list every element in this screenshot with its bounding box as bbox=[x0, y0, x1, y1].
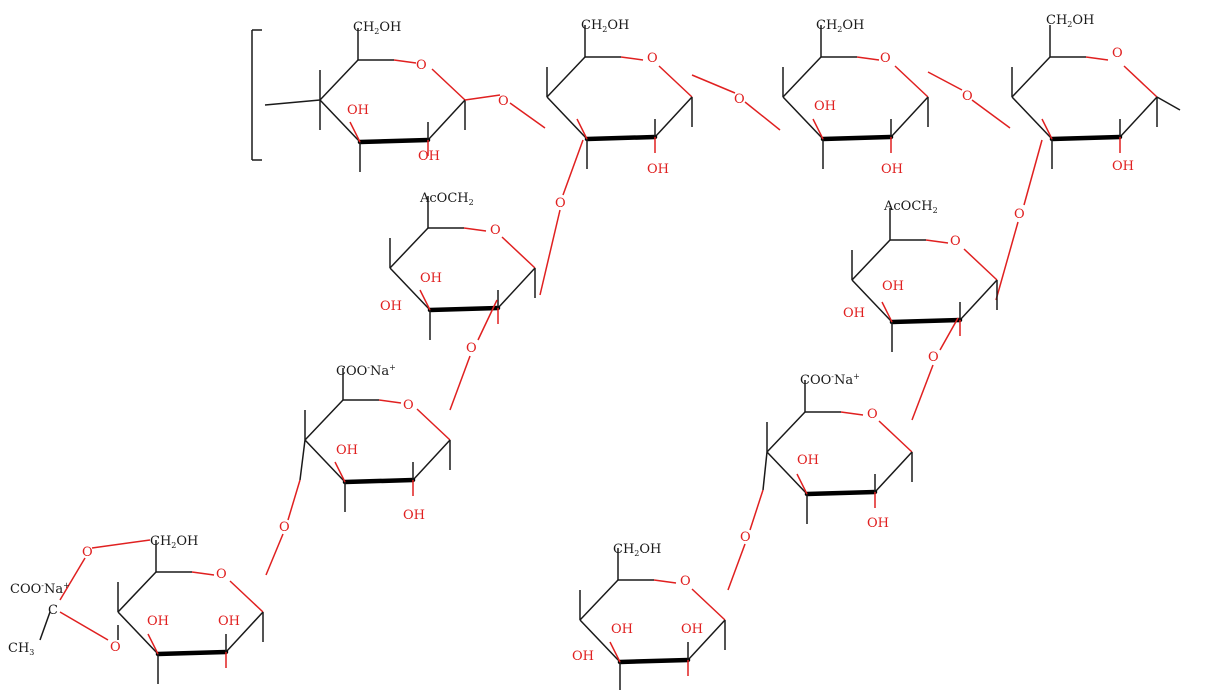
ring-oxygen-label: O bbox=[403, 398, 414, 413]
glycosidic-oxygen-label: O bbox=[279, 520, 290, 535]
hydroxyl-label: OH bbox=[814, 99, 836, 114]
glycosidic-oxygen-label: O bbox=[1014, 207, 1025, 222]
ring-oxygen-label: O bbox=[416, 58, 427, 73]
carboxylate-label: COO-Na+ bbox=[800, 372, 860, 388]
sidechain-glucuronic-ring-right: O OH OH COO-Na+ bbox=[767, 372, 912, 531]
glycosidic-oxygen-label: O bbox=[555, 196, 566, 211]
hydroxymethyl-label: CH2OH bbox=[150, 534, 198, 550]
hydroxyl-label: OH bbox=[218, 614, 240, 629]
hydroxyl-label: OH bbox=[347, 103, 369, 118]
sidechain-terminal-glucose-left: O OH OH CH2OH bbox=[118, 534, 263, 684]
ring-oxygen-label: O bbox=[680, 574, 691, 589]
pyruvate-ketal: O O C COO-Na+ CH3 bbox=[8, 539, 151, 657]
ring-oxygen-label: O bbox=[867, 407, 878, 422]
hydroxyl-label: OH bbox=[336, 443, 358, 458]
ketal-oxygen-label: O bbox=[110, 640, 121, 655]
ring-oxygen-label: O bbox=[950, 234, 961, 249]
hydroxyl-label: OH bbox=[403, 508, 425, 523]
hydroxymethyl-label: CH2OH bbox=[816, 18, 864, 34]
hydroxymethyl-label: CH2OH bbox=[1046, 13, 1094, 29]
ring-oxygen-label: O bbox=[647, 51, 658, 66]
hydroxyl-label: OH bbox=[1112, 159, 1134, 174]
sidechain-terminal-glucose-right: O OH OH OH CH2OH bbox=[572, 542, 725, 690]
hydroxyl-label: OH bbox=[380, 299, 402, 314]
hydroxyl-label: OH bbox=[147, 614, 169, 629]
glycosidic-oxygen-label: O bbox=[734, 92, 745, 107]
glycosidic-oxygen-label: O bbox=[928, 350, 939, 365]
hydroxyl-label: OH bbox=[572, 649, 594, 664]
hydroxyl-label: OH bbox=[843, 306, 865, 321]
acetoxymethyl-label: AcOCH2 bbox=[419, 191, 474, 207]
hydroxyl-label: OH bbox=[681, 622, 703, 637]
backbone-glucose-ring-3: O OH OH CH2OH bbox=[783, 18, 928, 177]
hydroxyl-label: OH bbox=[647, 162, 669, 177]
ring-oxygen-label: O bbox=[1112, 46, 1123, 61]
carboxylate-label: COO-Na+ bbox=[336, 363, 396, 379]
glycosidic-oxygen-label: O bbox=[498, 94, 509, 109]
ring-oxygen-label: O bbox=[880, 51, 891, 66]
glycosidic-oxygen-label: O bbox=[466, 341, 477, 356]
repeat-unit-bracket bbox=[251, 29, 262, 161]
hydroxyl-label: OH bbox=[867, 516, 889, 531]
ketal-oxygen-label: O bbox=[82, 545, 93, 560]
methyl-label: CH3 bbox=[8, 641, 34, 657]
hydroxymethyl-label: CH2OH bbox=[581, 18, 629, 34]
hydroxyl-label: OH bbox=[882, 279, 904, 294]
sidechain-glucuronic-ring-left: O OH OH COO-Na+ bbox=[305, 363, 450, 523]
hydroxyl-label: OH bbox=[611, 622, 633, 637]
acetoxymethyl-label: AcOCH2 bbox=[883, 199, 938, 215]
sidechain-mannose-ring-right: O OH OH AcOCH2 bbox=[843, 199, 997, 352]
hydroxymethyl-label: CH2OH bbox=[353, 20, 401, 36]
hydroxyl-label: OH bbox=[420, 271, 442, 286]
hydroxyl-label: OH bbox=[797, 453, 819, 468]
ring-oxygen-label: O bbox=[490, 223, 501, 238]
ketal-carbon-label: C bbox=[48, 603, 58, 618]
carboxylate-label: COO-Na+ bbox=[10, 581, 70, 597]
hydroxymethyl-label: CH2OH bbox=[613, 542, 661, 558]
backbone-glucose-ring-4: O OH CH2OH bbox=[1012, 13, 1181, 174]
hydroxyl-label: OH bbox=[418, 149, 440, 164]
backbone-glucose-ring-2: O OH CH2OH bbox=[547, 18, 692, 177]
backbone-glucose-ring-1: O OH OH CH2OH bbox=[264, 20, 465, 172]
ring-oxygen-label: O bbox=[216, 567, 227, 582]
glycosidic-oxygen-label: O bbox=[740, 530, 751, 545]
glycosidic-oxygen-label: O bbox=[962, 89, 973, 104]
sidechain-mannose-ring-left: O OH OH AcOCH2 bbox=[380, 191, 535, 340]
hydroxyl-label: OH bbox=[881, 162, 903, 177]
